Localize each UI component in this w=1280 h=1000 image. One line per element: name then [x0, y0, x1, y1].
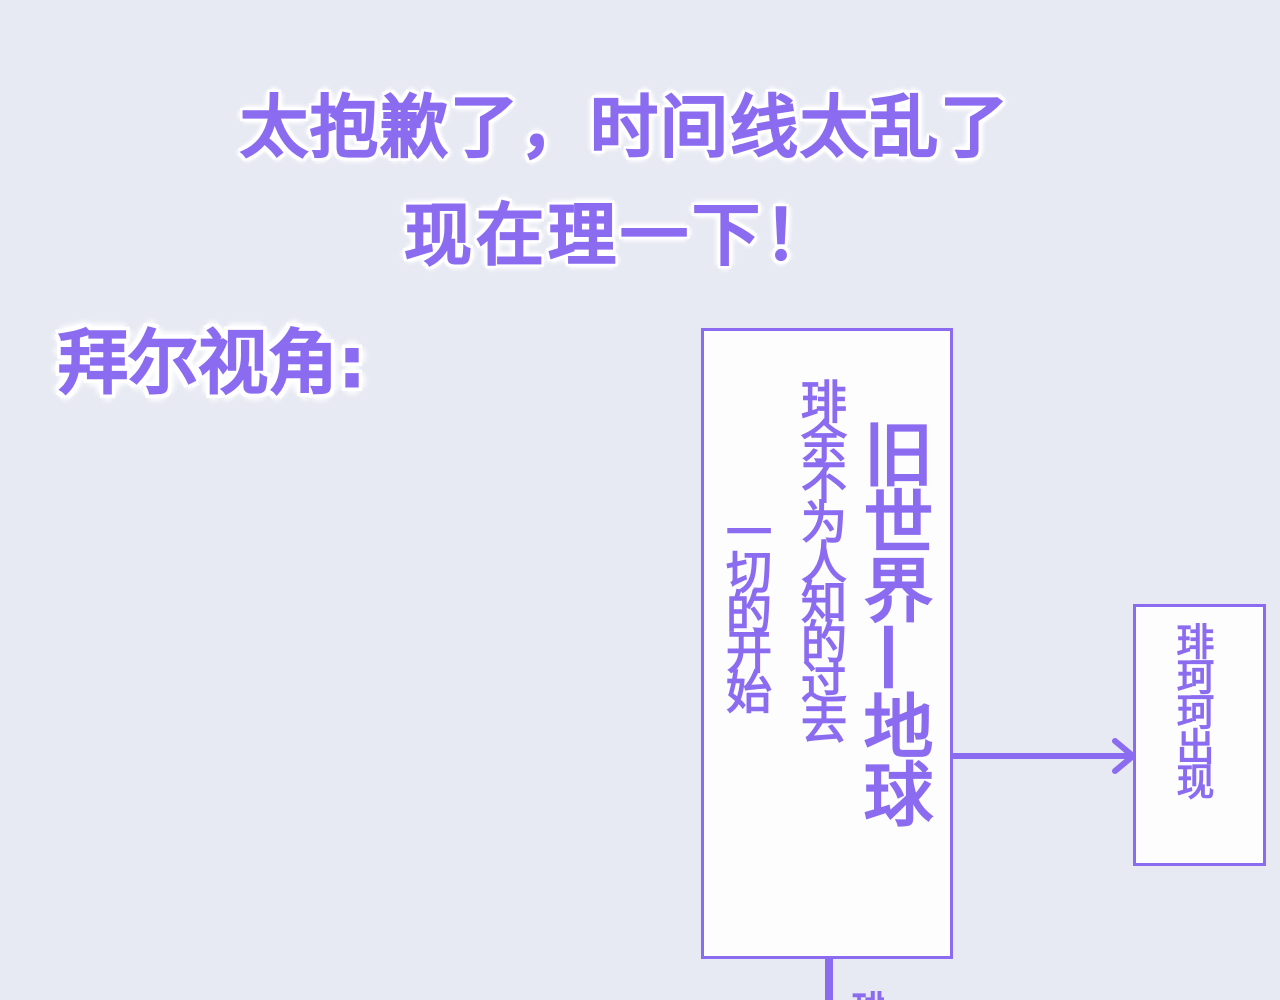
- old-world-title: 旧世界—地球: [852, 418, 934, 826]
- section-label: 拜尔视角:: [58, 322, 367, 404]
- arrow-head: [1112, 738, 1136, 774]
- old-world-node: [701, 328, 953, 959]
- appearance-label: 琲珂珂出现: [1170, 622, 1214, 797]
- old-world-subtitle-1: 琲余不为人知的过去: [794, 378, 848, 738]
- header-line-2: 现在理一下！: [403, 197, 836, 276]
- old-world-subtitle-2: 一切的开始: [719, 508, 773, 708]
- appearance-node: [1133, 604, 1266, 866]
- arrow-old-world-to-appearance: [953, 738, 1136, 774]
- continuation-node-text-cropped: 琲: [848, 990, 884, 1000]
- continuation-char: 琲: [848, 990, 884, 1000]
- header-line-1: 太抱歉了，时间线太乱了: [239, 89, 1010, 168]
